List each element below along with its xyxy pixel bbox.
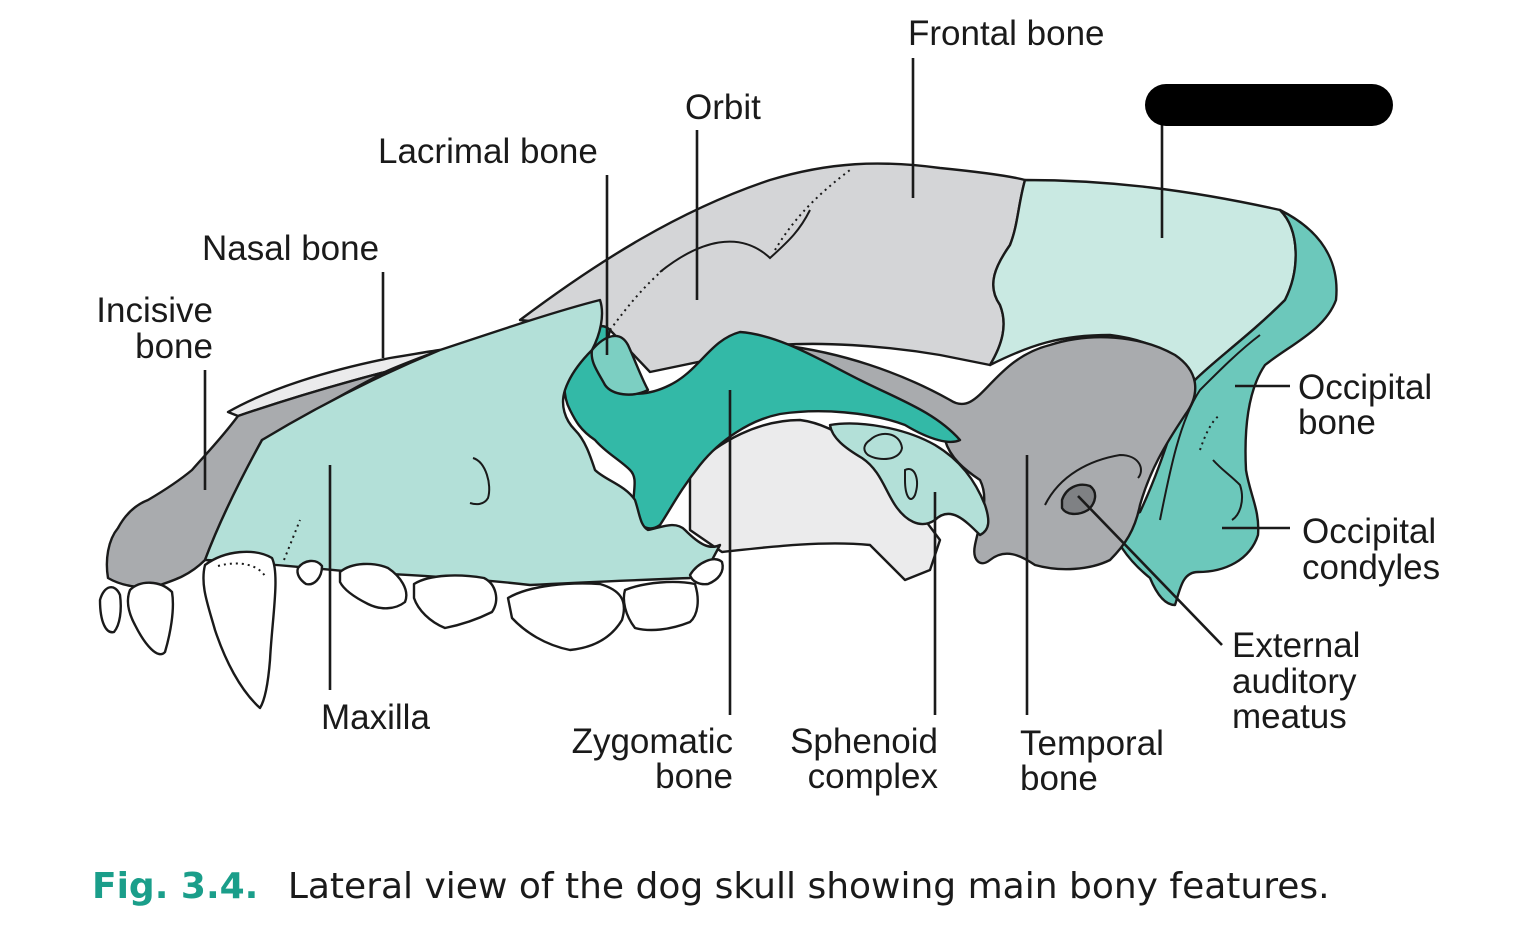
frontal-bone-label: Frontal bone — [908, 14, 1105, 53]
zygomatic-bone-label-line1: Zygomatic — [572, 722, 733, 761]
premolar-2 — [338, 562, 408, 610]
premolar-1 — [296, 559, 324, 586]
labels: Frontal bone Orbit Lacrimal bone Nasal b… — [96, 14, 1440, 798]
sphenoid-complex-label-line2: complex — [808, 757, 939, 796]
occipital-bone-label-line1: Occipital — [1298, 368, 1432, 407]
sphenoid-complex-shape — [828, 422, 990, 537]
lacrimal-bone-label: Lacrimal bone — [378, 132, 598, 171]
sphenoid-foramen-1 — [863, 432, 904, 461]
meatus-label-line2: auditory — [1232, 662, 1357, 701]
incisor-tooth-2 — [126, 581, 175, 656]
canine-tooth-dots — [217, 562, 267, 579]
leader-lines — [203, 58, 1290, 715]
incisor-tooth-1 — [98, 586, 122, 634]
carnassial-tooth — [506, 582, 626, 652]
figure-number: Fig. 3.4. — [92, 866, 258, 907]
caption-text: Lateral view of the dog skull showing ma… — [288, 866, 1330, 907]
occipital-condyles-label-line2: condyles — [1302, 548, 1440, 587]
meatus-leader — [1077, 495, 1223, 646]
maxilla-foramen-line — [469, 457, 491, 506]
orbit-label: Orbit — [685, 88, 761, 127]
sphenoid-complex-label-line1: Sphenoid — [790, 722, 938, 761]
orbit-rim-line — [659, 209, 811, 273]
lacrimal-dots — [609, 267, 666, 331]
occipital-bone-label-line2: bone — [1298, 403, 1376, 442]
maxilla-label: Maxilla — [321, 698, 430, 737]
occipital-inner-line — [1159, 334, 1261, 521]
occipital-detail — [1212, 459, 1243, 521]
occipital-condyles-label-line1: Occipital — [1302, 512, 1436, 551]
meatus-label-line3: meatus — [1232, 697, 1347, 736]
incisive-bone-label-line2: bone — [135, 327, 213, 366]
molar-1 — [622, 580, 699, 632]
teeth-row — [98, 550, 724, 710]
meatus-label-line1: External — [1232, 626, 1360, 665]
zygomatic-bone-shape — [563, 324, 962, 530]
zygomatic-bone-label-line2: bone — [655, 757, 733, 796]
temporal-bone-label-line1: Temporal — [1020, 724, 1164, 763]
skull-illustration — [98, 162, 1338, 710]
occipital-bone-shape — [1119, 208, 1338, 607]
figure-caption: Fig. 3.4. Lateral view of the dog skull … — [92, 866, 1330, 907]
molar-2 — [688, 558, 724, 586]
redacted-label-bar — [1145, 84, 1393, 126]
sphenoid-foramen-2 — [904, 468, 918, 500]
temporal-line — [1044, 453, 1142, 506]
nasal-bone-label: Nasal bone — [202, 229, 379, 268]
canine-tooth — [202, 550, 277, 710]
temporal-bone-label-line2: bone — [1020, 759, 1098, 798]
incisive-bone-label-line1: Incisive — [96, 291, 213, 330]
premolar-3 — [412, 574, 498, 630]
